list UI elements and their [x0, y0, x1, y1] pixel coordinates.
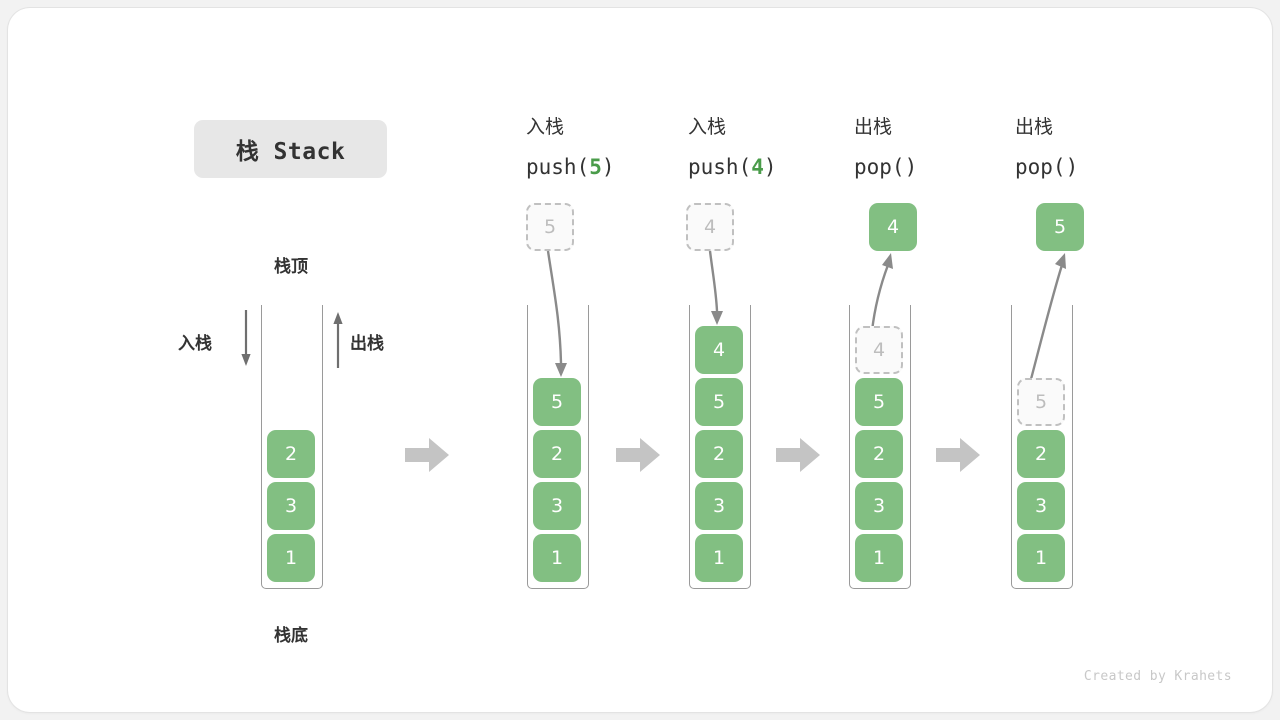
floating-element-push-5: 5	[526, 203, 574, 251]
flow-arrow-icon	[616, 438, 660, 472]
stack-cell-removed: 4	[855, 326, 903, 374]
floating-element-push-4: 4	[686, 203, 734, 251]
stack-cell-removed: 5	[1017, 378, 1065, 426]
stack-cell: 3	[1017, 482, 1065, 530]
stack-cell: 5	[855, 378, 903, 426]
floating-element-pop-4: 4	[869, 203, 917, 251]
stack-cell: 2	[533, 430, 581, 478]
push-flow-arrow-icon	[546, 250, 567, 377]
code-suffix: )	[763, 155, 777, 179]
stack-top-label: 栈顶	[274, 257, 308, 277]
stack-cell: 1	[855, 534, 903, 582]
code-argument: 4	[751, 155, 764, 179]
stack-cell: 2	[1017, 430, 1065, 478]
code-prefix: pop(	[1015, 155, 1066, 179]
flow-arrow-icon	[936, 438, 980, 472]
operation-title-pop-5: 出栈	[1015, 116, 1054, 138]
stack-cell: 2	[267, 430, 315, 478]
stack-cell: 1	[533, 534, 581, 582]
stack-cell: 3	[855, 482, 903, 530]
code-prefix: pop(	[854, 155, 905, 179]
stack-container-pop-5	[1011, 305, 1073, 589]
stack-cell: 2	[855, 430, 903, 478]
stack-container-initial	[261, 305, 323, 589]
pop-direction-label: 出栈	[350, 334, 384, 354]
diagram-title-chip: 栈 Stack	[194, 120, 387, 178]
stack-container-push-4	[689, 305, 751, 589]
push-direction-arrow-icon	[241, 310, 251, 366]
code-suffix: )	[1065, 155, 1079, 179]
code-argument: 5	[589, 155, 602, 179]
stack-cell: 1	[695, 534, 743, 582]
stack-container-pop-4	[849, 305, 911, 589]
flow-arrow-icon	[405, 438, 449, 472]
stack-bottom-label: 栈底	[274, 626, 308, 646]
stack-cell: 1	[1017, 534, 1065, 582]
flow-arrow-icon	[776, 438, 820, 472]
stack-cell: 3	[533, 482, 581, 530]
push-flow-arrow-icon	[708, 250, 723, 325]
stack-cell: 1	[267, 534, 315, 582]
operation-code-push-5: push(5)	[526, 154, 615, 180]
floating-element-pop-5: 5	[1036, 203, 1084, 251]
operation-title-push-5: 入栈	[526, 116, 565, 138]
diagram-frame: 栈 Stack 栈顶 栈底 入栈 出栈 2 3 1 入栈 push(	[8, 8, 1272, 712]
stack-cell: 5	[695, 378, 743, 426]
stack-cell: 3	[267, 482, 315, 530]
operation-code-push-4: push(4)	[688, 154, 777, 180]
pop-flow-arrow-icon	[870, 253, 893, 332]
code-suffix: )	[904, 155, 918, 179]
stack-cell: 5	[533, 378, 581, 426]
stack-cell: 2	[695, 430, 743, 478]
pop-flow-arrow-icon	[1028, 253, 1066, 384]
credit-text: Created by Krahets	[1083, 669, 1232, 684]
operation-code-pop-4: pop()	[854, 154, 917, 180]
stack-container-push-5	[527, 305, 589, 589]
code-suffix: )	[601, 155, 615, 179]
stack-cell: 3	[695, 482, 743, 530]
push-direction-label: 入栈	[178, 334, 212, 354]
operation-code-pop-5: pop()	[1015, 154, 1078, 180]
operation-title-pop-4: 出栈	[854, 116, 893, 138]
code-prefix: push(	[526, 155, 590, 179]
page-title: 栈 Stack	[235, 139, 346, 165]
pop-direction-arrow-icon	[333, 312, 343, 368]
stack-cell: 4	[695, 326, 743, 374]
code-prefix: push(	[688, 155, 752, 179]
operation-title-push-4: 入栈	[688, 116, 727, 138]
